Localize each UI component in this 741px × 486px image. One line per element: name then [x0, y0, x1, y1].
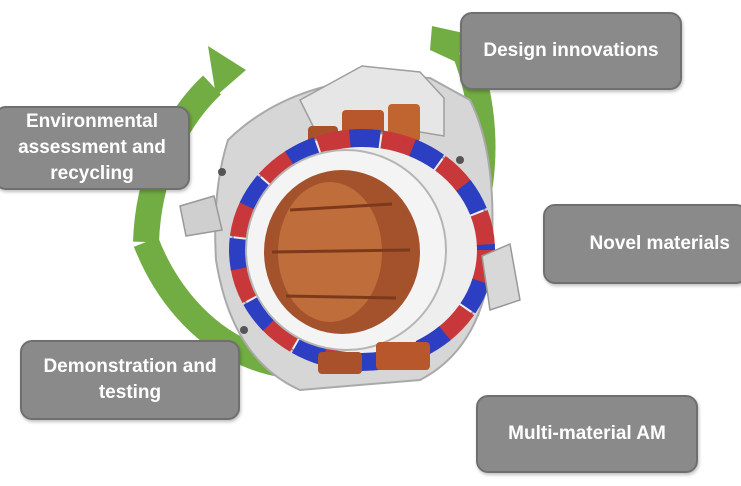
cycle-arrowhead-top-left [208, 46, 246, 96]
cycle-arrowhead-top-right [430, 26, 468, 62]
stator-slot-1 [289, 202, 393, 212]
stage-multi-material-am-label: Multi-material AM [508, 423, 666, 444]
stage-novel-materials-label: Novel materials [589, 233, 730, 254]
electric-motor-cutaway-image [179, 65, 521, 392]
stage-multi-material-am: Multi-material AM [476, 395, 698, 473]
stage-novel-materials: Novel materials [543, 204, 741, 284]
copper-winding-bottom-2 [318, 352, 362, 374]
stage-environmental-recycling: Environmental assessment and recycling [0, 106, 190, 190]
bolt-2 [240, 326, 248, 334]
copper-winding-bottom-1 [376, 342, 430, 370]
bolt-1 [218, 168, 226, 176]
stage-demonstration-testing-label: Demonstration and testing [43, 356, 217, 403]
stage-environmental-recycling-label: Environmental assessment and recycling [18, 111, 166, 184]
stage-design-innovations-label: Design innovations [483, 40, 659, 61]
stator-slot-2 [271, 248, 411, 254]
motor-bracket-right [481, 242, 521, 311]
stage-demonstration-testing: Demonstration and testing [20, 340, 240, 420]
copper-winding-top-2 [388, 104, 420, 142]
stator-slot-3 [285, 294, 397, 300]
stage-design-innovations: Design innovations [460, 12, 682, 90]
bolt-3 [456, 156, 464, 164]
motor-bracket-left [179, 195, 223, 237]
